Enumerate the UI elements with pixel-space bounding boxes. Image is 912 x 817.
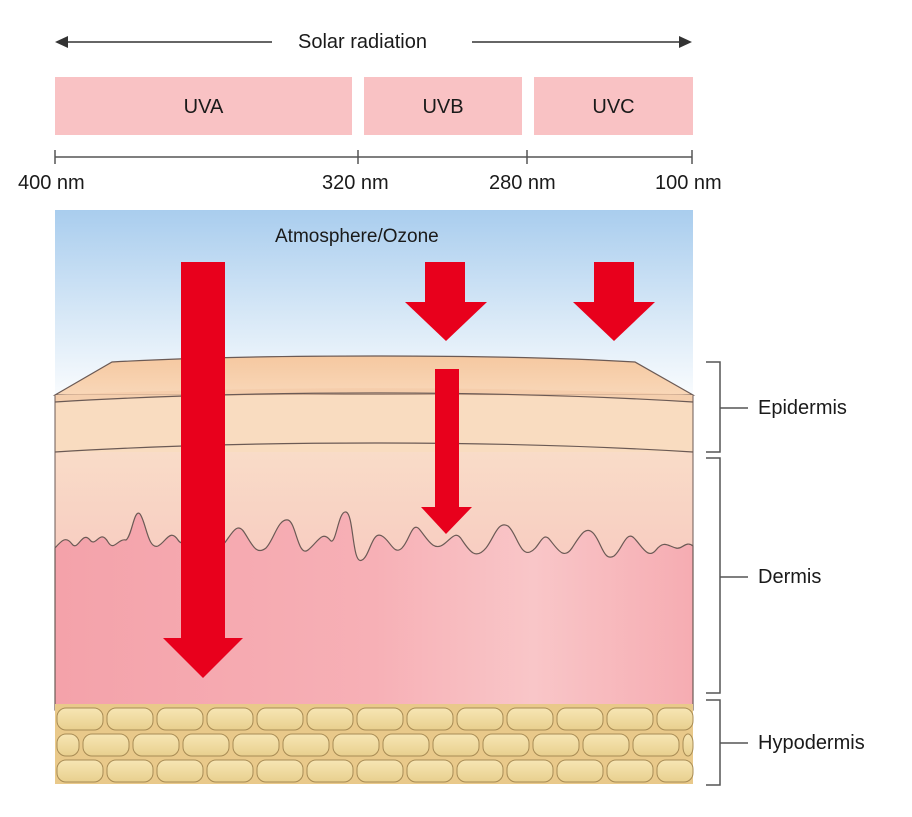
- fat-cell: [206, 759, 254, 783]
- fat-cell: [56, 707, 104, 731]
- fat-cell: [332, 733, 380, 757]
- fat-cell: [156, 759, 204, 783]
- fat-cell: [306, 759, 354, 783]
- fat-cell: [256, 707, 304, 731]
- epidermis-base-line: [54, 442, 694, 453]
- fat-cell: [82, 733, 130, 757]
- wavelength-scale: [54, 150, 693, 164]
- fat-cell: [532, 733, 580, 757]
- fat-cell: [306, 707, 354, 731]
- fat-cell: [382, 733, 430, 757]
- fat-cell: [56, 759, 104, 783]
- fat-cell: [132, 733, 180, 757]
- fat-cell: [556, 759, 604, 783]
- tick-label-100nm: 100 nm: [655, 172, 722, 194]
- uvb-arrow-inner: [421, 369, 472, 534]
- fat-cell: [56, 733, 80, 757]
- fat-cell: [506, 707, 554, 731]
- fat-cell: [606, 759, 654, 783]
- fat-cell: [106, 707, 154, 731]
- uvb-band-label: UVB: [422, 96, 464, 118]
- fat-cell: [156, 707, 204, 731]
- hypodermis-label: Hypodermis: [758, 732, 865, 754]
- fat-cell: [656, 759, 694, 783]
- fat-cell: [632, 733, 680, 757]
- fat-cell: [482, 733, 530, 757]
- epidermis-bracket: [706, 361, 721, 453]
- fat-cell: [182, 733, 230, 757]
- fat-cell: [232, 733, 280, 757]
- epidermis-label: Epidermis: [758, 397, 847, 419]
- tick-label-400nm: 400 nm: [18, 172, 85, 194]
- fat-cell: [406, 707, 454, 731]
- fat-cell: [456, 707, 504, 731]
- fat-cell: [256, 759, 304, 783]
- dermis-papillae: [54, 511, 694, 711]
- uva-band-label: UVA: [183, 96, 224, 118]
- uvc-arrow: [573, 262, 655, 341]
- fat-cell: [456, 759, 504, 783]
- solar-radiation-arrow: [55, 36, 692, 48]
- uvb-arrow-outer: [405, 262, 487, 341]
- uvb-band: [364, 77, 522, 135]
- uva-arrow: [163, 262, 243, 678]
- fat-cell: [282, 733, 330, 757]
- dermis-label: Dermis: [758, 566, 822, 588]
- fat-cell: [606, 707, 654, 731]
- uvc-band: [534, 77, 693, 135]
- tick-label-320nm: 320 nm: [322, 172, 389, 194]
- fat-cell: [432, 733, 480, 757]
- fat-cell: [582, 733, 630, 757]
- fat-cell: [506, 759, 554, 783]
- uvc-band-label: UVC: [592, 96, 635, 118]
- fat-cell: [356, 707, 404, 731]
- hypodermis-bracket: [706, 699, 721, 786]
- fat-cell: [206, 707, 254, 731]
- fat-cell: [682, 733, 694, 757]
- atmosphere-label: Atmosphere/Ozone: [275, 226, 439, 247]
- fat-cell: [656, 707, 694, 731]
- fat-cell: [556, 707, 604, 731]
- fat-cell: [406, 759, 454, 783]
- solar-radiation-title: Solar radiation: [298, 31, 427, 53]
- uva-band: [55, 77, 352, 135]
- fat-cell: [106, 759, 154, 783]
- layer-brackets: [706, 361, 748, 786]
- fat-cell: [356, 759, 404, 783]
- epidermis-inner-line: [54, 392, 694, 403]
- dermis-bracket: [706, 457, 721, 694]
- tick-label-280nm: 280 nm: [489, 172, 556, 194]
- hypodermis-fat-cells: [55, 704, 694, 784]
